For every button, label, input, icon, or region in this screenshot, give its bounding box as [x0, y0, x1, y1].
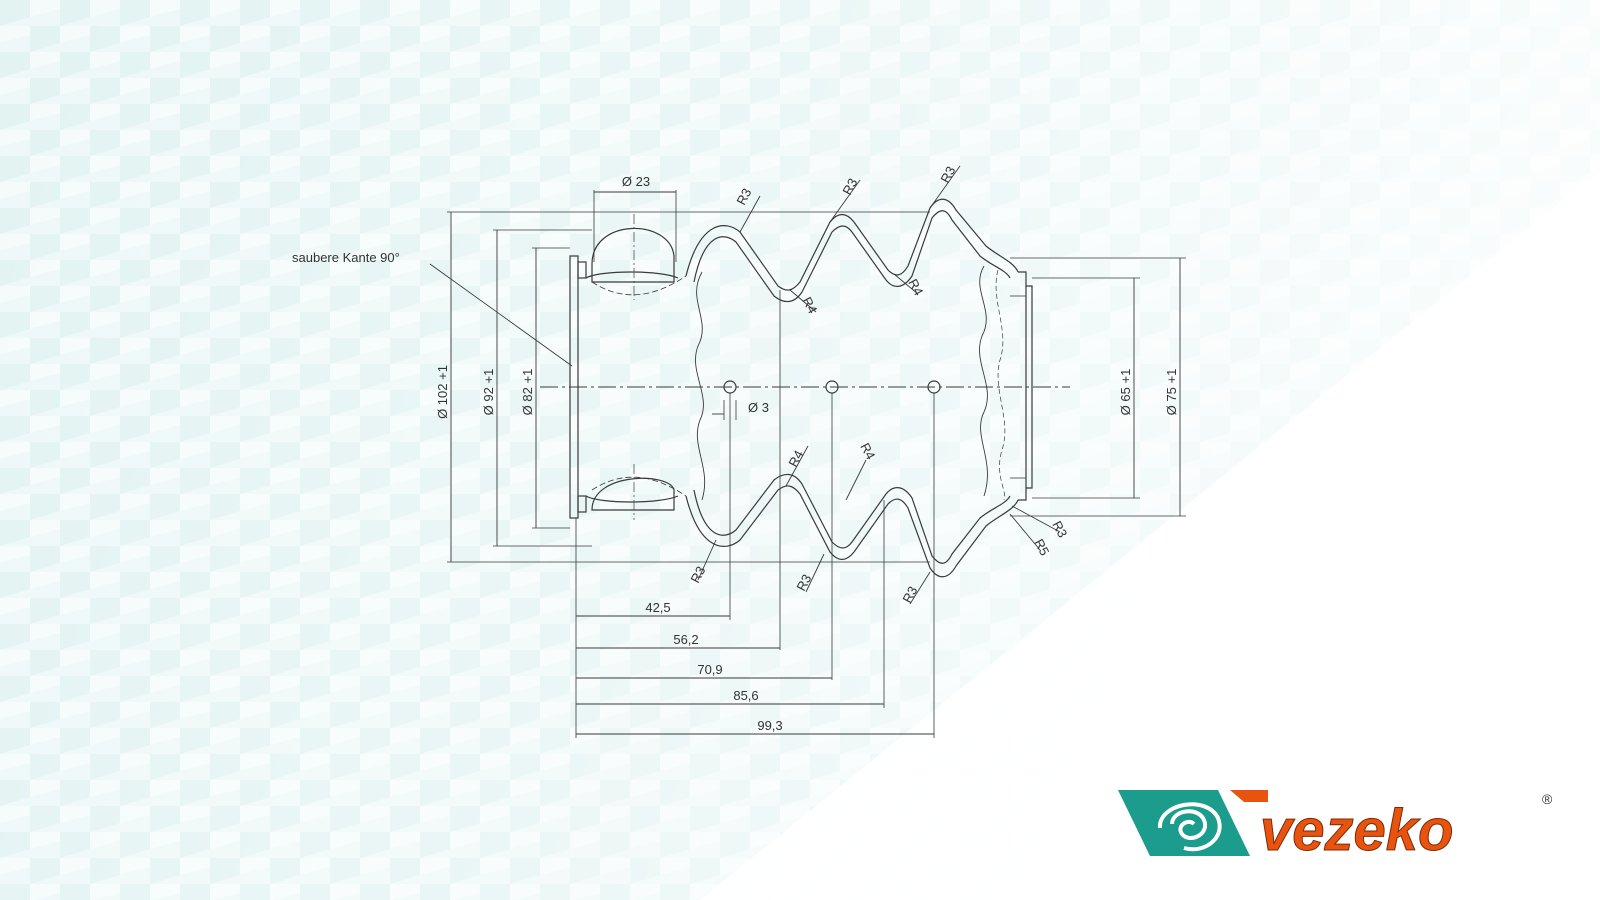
radius-label-r4-bottom-1: R4: [785, 448, 806, 470]
length-dimension-lines: [576, 615, 934, 735]
radius-label-r3-top-3: R3: [937, 164, 958, 186]
note-clean-edge: saubere Kante 90°: [292, 250, 400, 265]
extension-lines: [575, 190, 935, 738]
radius-leaders: [697, 165, 1061, 605]
dim-length-2: 56,2: [673, 632, 698, 647]
right-collar: [1010, 271, 1033, 501]
logo-orange-chevron: [1230, 790, 1268, 802]
vezeko-logo: vezeko ®: [1118, 790, 1553, 858]
bellows-bottom-profile: [685, 485, 1019, 578]
bellows-top-profile-inner: [693, 210, 1011, 303]
dim-d102: Ø 102 +1: [435, 365, 450, 419]
radius-label-r3-bottom-3: R3: [899, 584, 920, 606]
radius-label-r3-collar: R3: [1049, 518, 1070, 540]
dim-d82: Ø 82 +1: [520, 369, 535, 416]
dim-d3: Ø 3: [748, 400, 769, 415]
radius-label-r4-top-1: R4: [799, 294, 820, 316]
dim-length-1: 42,5: [645, 600, 670, 615]
swirl-icon: [1158, 802, 1222, 852]
logo-wordmark: vezeko: [1260, 798, 1453, 858]
diameter-extension-lines: [447, 211, 1186, 563]
dim-d23: Ø 23: [622, 174, 650, 189]
bellows-top-profile: [685, 198, 1019, 291]
radius-label-r5: R5: [1031, 536, 1052, 558]
logo-registered-mark: ®: [1542, 791, 1553, 807]
dim-length-4: 85,6: [733, 688, 758, 703]
dim-d65: Ø 65 +1: [1118, 369, 1133, 416]
radius-label-r3-top-2: R3: [839, 176, 860, 198]
diameter-dimension-lines: [450, 191, 1181, 562]
radius-label-r3-bottom-2: R3: [793, 572, 814, 594]
note-leader: [429, 263, 573, 367]
top-bead: [591, 214, 687, 300]
dim-d92: Ø 92 +1: [481, 369, 496, 416]
radius-label-r4-bottom-2: R4: [857, 440, 878, 462]
radius-label-r4-top-2: R4: [905, 276, 926, 298]
dim-d75: Ø 75 +1: [1164, 369, 1179, 416]
bellows-bottom-profile-inner: [693, 473, 1011, 564]
right-inner-wave: [979, 265, 988, 497]
dim-length-5: 99,3: [757, 718, 782, 733]
radius-label-r3-top-1: R3: [733, 186, 754, 208]
dim-length-3: 70,9: [697, 662, 722, 677]
radius-label-r3-bottom-1: R3: [687, 564, 708, 586]
bellows-inner-wave: [695, 271, 706, 501]
bottom-bead: [591, 464, 687, 520]
